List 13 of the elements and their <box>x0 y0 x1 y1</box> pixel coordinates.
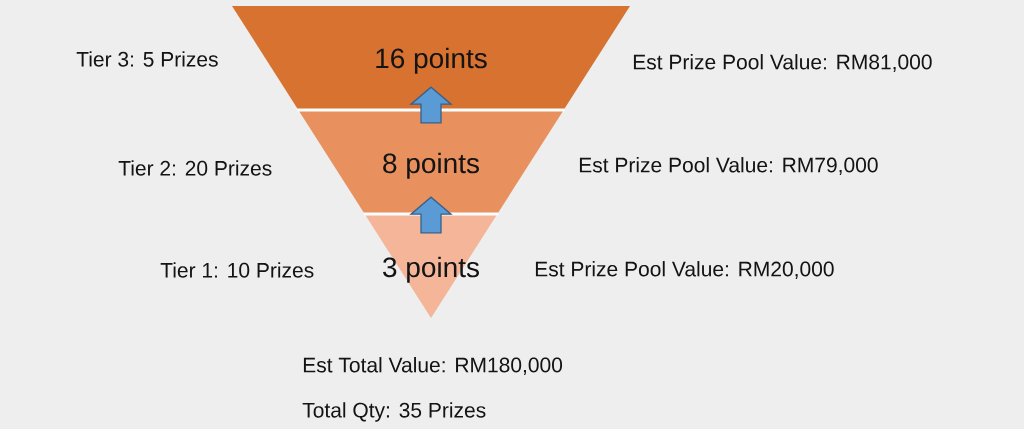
funnel-band: 8 points <box>298 110 564 214</box>
funnel-band: 16 points <box>232 6 630 110</box>
funnel-band: 3 points <box>364 214 498 318</box>
total-label: Est Total Value: RM180,000 <box>303 357 563 375</box>
prize-pool-label: Est Prize Pool Value: RM81,000 <box>633 54 932 72</box>
total-label: Total Qty: 35 Prizes <box>302 402 486 422</box>
tier-label: Tier 1: 10 Prizes <box>160 262 314 278</box>
tier-label: Tier 2: 20 Prizes <box>118 160 272 176</box>
tier-label: Tier 3: 5 Prizes <box>76 51 218 67</box>
prize-pool-label: Est Prize Pool Value: RM79,000 <box>579 157 878 175</box>
block-arrow <box>409 86 453 124</box>
block-arrow <box>409 196 453 234</box>
prize-pool-label: Est Prize Pool Value: RM20,000 <box>535 261 834 279</box>
